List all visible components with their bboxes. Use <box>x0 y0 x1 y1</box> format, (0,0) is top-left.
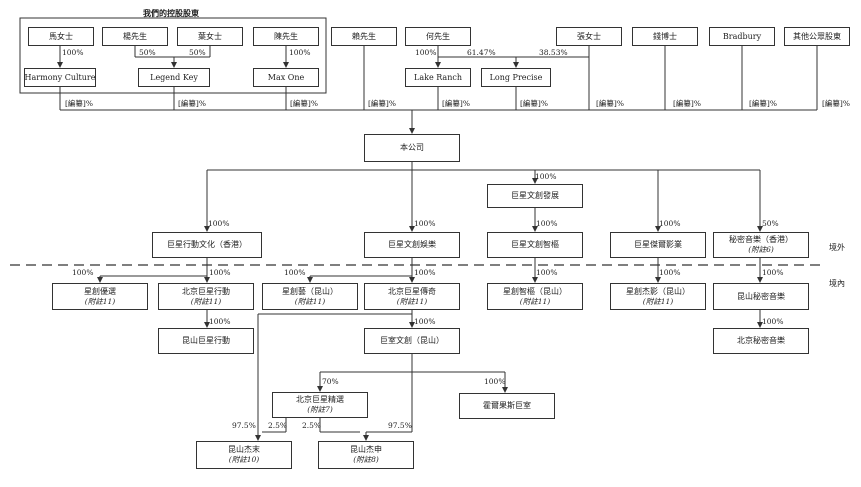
pct-chen-maxone: 100% <box>289 48 311 57</box>
pct-bjxd-ksxd: 100% <box>209 317 231 326</box>
box-ksjs: 昆山杰申(附註8) <box>318 441 414 469</box>
box-jxwcyl: 巨星文創娛樂 <box>364 232 460 258</box>
pct-ye-legend: 50% <box>189 48 206 57</box>
box-ma: 馬女士 <box>28 27 94 46</box>
box-mmyy-hk: 秘密音樂（香港）(附註6) <box>713 232 809 258</box>
box-jxwczy: 巨星文創智樞 <box>487 232 583 258</box>
pct-bradbury-company: [編纂]% <box>749 99 777 108</box>
pct-jx-ksjm: 2.5% <box>268 421 288 430</box>
pct-company-hk: 100% <box>208 219 230 228</box>
box-max-one: Max One <box>253 68 319 87</box>
pct-cq-ksjm: 97.5% <box>232 421 256 430</box>
pct-yl-xcy: 100% <box>284 268 306 277</box>
box-yang: 楊先生 <box>102 27 168 46</box>
pct-he-lakeranch: 100% <box>415 48 437 57</box>
box-xcjy-ks: 星創杰影（昆山）(附註11) <box>610 283 706 310</box>
box-ksmmyy: 昆山秘密音樂 <box>713 283 809 310</box>
box-public: 其他公眾股東 <box>784 27 850 46</box>
pct-company-fz: 100% <box>535 172 557 181</box>
box-bjjxjx: 北京巨星精選(附註7) <box>272 392 368 418</box>
box-hegs: 霍爾果斯巨室 <box>459 393 555 419</box>
pct-yl-bjcq: 100% <box>414 268 436 277</box>
pct-bjcq-jswc: 100% <box>414 317 436 326</box>
control-group-title: 我們的控股股東 <box>143 8 199 18</box>
pct-longprecise-company: [編纂]% <box>520 99 548 108</box>
box-ksjm: 昆山杰末(附註10) <box>196 441 292 469</box>
box-jxwcfz: 巨星文創發展 <box>487 184 583 208</box>
pct-jey-xcjy: 100% <box>659 268 681 277</box>
pct-lai-company: [編纂]% <box>368 99 396 108</box>
box-ye: 葉女士 <box>177 27 243 46</box>
box-company: 本公司 <box>364 134 460 162</box>
pct-maxone-company: [編纂]% <box>290 99 318 108</box>
box-bjjxcq: 北京巨星傳奇(附註11) <box>364 283 460 310</box>
pct-hk-bjxd: 100% <box>209 268 231 277</box>
pct-fz-zs: 100% <box>536 219 558 228</box>
box-bjmmyy: 北京秘密音樂 <box>713 328 809 354</box>
pct-jswc-ksjs: 97.5% <box>388 421 412 430</box>
pct-jx-ksjs: 2.5% <box>302 421 322 430</box>
box-qian: 錢博士 <box>632 27 698 46</box>
control-group-frame <box>19 17 327 94</box>
pct-ma-harmony: 100% <box>62 48 84 57</box>
box-zhang: 張女士 <box>556 27 622 46</box>
box-legend-key: Legend Key <box>138 68 210 87</box>
pct-jswc-jx: 70% <box>322 377 339 386</box>
box-chen: 陳先生 <box>253 27 319 46</box>
pct-company-yl: 100% <box>414 219 436 228</box>
box-xcyy: 星創優選(附註11) <box>52 283 148 310</box>
pct-zhang-longprecise: 38.53% <box>539 48 568 57</box>
pct-zhang-company: [編纂]% <box>596 99 624 108</box>
pct-he-longprecise: 61.47% <box>467 48 496 57</box>
box-jxxd-hk: 巨星行動文化（香港） <box>152 232 262 258</box>
box-lake-ranch: Lake Ranch <box>405 68 471 87</box>
pct-hk-xcyy: 100% <box>72 268 94 277</box>
pct-legend-company: [編纂]% <box>178 99 206 108</box>
box-he: 何先生 <box>405 27 471 46</box>
pct-zs-xczs: 100% <box>536 268 558 277</box>
box-ksjxxd: 昆山巨星行動 <box>158 328 254 354</box>
pct-company-jey: 100% <box>659 219 681 228</box>
pct-ksmm-bjmm: 100% <box>762 317 784 326</box>
box-jswc-ks: 巨室文創（昆山） <box>364 328 460 354</box>
box-xcy-ks: 星創藝（昆山）(附註11) <box>262 283 358 310</box>
pct-harmony-company: [編纂]% <box>65 99 93 108</box>
pct-mm-ksmm: 100% <box>762 268 784 277</box>
box-long-precise: Long Precise <box>481 68 551 87</box>
box-bradbury: Bradbury <box>709 27 775 46</box>
pct-yang-legend: 50% <box>139 48 156 57</box>
box-jxjeyy: 巨星傑爾影業 <box>610 232 706 258</box>
box-bjjxxd: 北京巨星行動(附註11) <box>158 283 254 310</box>
offshore-label: 境外 <box>829 243 845 252</box>
box-harmony-culture: Harmony Culture <box>24 68 96 87</box>
pct-lakeranch-company: [編纂]% <box>442 99 470 108</box>
pct-company-mm: 50% <box>762 219 779 228</box>
box-lai: 賴先生 <box>331 27 397 46</box>
pct-jswc-hegs: 100% <box>484 377 506 386</box>
pct-public-company: [編纂]% <box>822 99 850 108</box>
onshore-label: 境內 <box>829 279 845 288</box>
box-xczs-ks: 星創智樞（昆山）(附註11) <box>487 283 583 310</box>
pct-qian-company: [編纂]% <box>673 99 701 108</box>
